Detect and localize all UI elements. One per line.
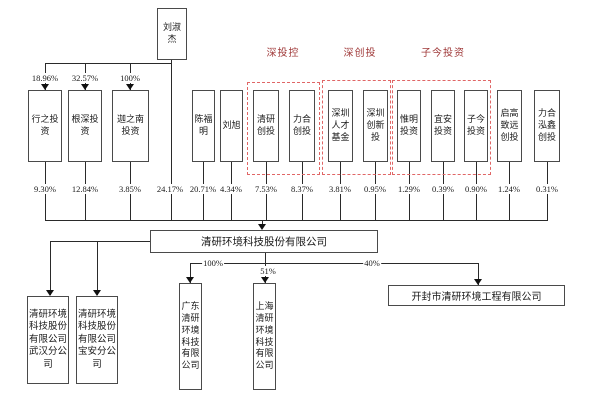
ownership-percent: 20.71% [188, 184, 218, 194]
connector-line [171, 60, 172, 220]
shareholder-box: 陈福明 [192, 90, 215, 162]
group-label: 深创投 [343, 48, 377, 59]
ownership-percent: 0.95% [363, 184, 387, 194]
subsidiary-percent: 40% [363, 258, 381, 268]
arrowhead-icon [474, 279, 482, 285]
connector-line [50, 241, 51, 295]
ownership-percent: 9.30% [33, 184, 57, 194]
ownership-percent: 4.34% [219, 184, 243, 194]
shareholder-box: 清研创投 [253, 90, 279, 162]
company-box: 清研环境科技股份有限公司 [150, 230, 378, 253]
shareholder-box: 深圳人才基金 [328, 90, 353, 162]
subsidiary-percent: 51% [259, 266, 277, 276]
subsidiary-box: 开封市清研环境工程有限公司 [388, 285, 565, 306]
group-outline-zijintouzi [392, 80, 491, 175]
group-label: 深投控 [266, 48, 300, 59]
connector-line [478, 263, 479, 285]
branch-office-box: 清研环境科技股份有限公司武汉分公司 [27, 296, 69, 384]
ownership-percent: 1.24% [497, 184, 521, 194]
shareholder-box: 子今投资 [464, 90, 488, 162]
arrowhead-icon [41, 84, 49, 90]
arrowhead-icon [93, 290, 101, 296]
ownership-percent: 3.85% [118, 184, 142, 194]
ownership-percent: 8.37% [290, 184, 314, 194]
group-outline-shentoukong [247, 82, 320, 175]
ownership-percent: 0.31% [535, 184, 559, 194]
arrowhead-icon [186, 277, 194, 283]
branch-office-box: 清研环境科技股份有限公司宝安分公司 [76, 296, 118, 384]
connector-line [45, 63, 172, 64]
connector-line [97, 241, 98, 295]
ownership-percent: 0.90% [464, 184, 488, 194]
arrowhead-icon [81, 84, 89, 90]
shareholder-box: 力合创投 [289, 90, 315, 162]
root-shareholder-box: 刘淑杰 [157, 8, 187, 60]
arrowhead-icon [126, 84, 134, 90]
ownership-percent-direct: 24.17% [155, 184, 185, 194]
shareholder-box: 刘旭 [220, 90, 243, 162]
shareholder-box: 惟明投资 [397, 90, 421, 162]
connector-line [190, 263, 479, 264]
connector-line [262, 220, 263, 224]
ownership-percent: 1.29% [397, 184, 421, 194]
ownership-percent: 32.57% [70, 73, 100, 83]
shareholder-box: 启高致远创投 [497, 90, 522, 162]
ownership-percent: 7.53% [254, 184, 278, 194]
ownership-percent: 0.39% [431, 184, 455, 194]
shareholder-box: 根深投资 [68, 90, 102, 162]
connector-line [50, 241, 150, 242]
shareholder-box: 深圳创新投 [363, 90, 388, 162]
subsidiary-box: 上海清研环境科技有限公司 [253, 283, 276, 390]
ownership-percent: 12.84% [70, 184, 100, 194]
arrowhead-icon [261, 277, 269, 283]
ownership-percent: 18.96% [30, 73, 60, 83]
connector-line [265, 253, 266, 263]
shareholder-box: 迦之南投资 [112, 90, 149, 162]
shareholder-box: 宜安投资 [431, 90, 455, 162]
subsidiary-percent: 100% [202, 258, 224, 268]
shareholder-box: 力合泓鑫创投 [534, 90, 560, 162]
connector-line [190, 263, 191, 283]
shareholder-box: 行之投资 [28, 90, 62, 162]
arrowhead-icon [258, 224, 266, 230]
group-label: 子今投资 [421, 48, 465, 59]
connector-line [45, 220, 548, 221]
ownership-percent: 100% [119, 73, 141, 83]
arrowhead-icon [46, 290, 54, 296]
ownership-percent: 3.81% [328, 184, 352, 194]
group-outline-shenchuangtou [322, 80, 391, 175]
subsidiary-box: 广东清研环境科技有限公司 [179, 283, 202, 390]
